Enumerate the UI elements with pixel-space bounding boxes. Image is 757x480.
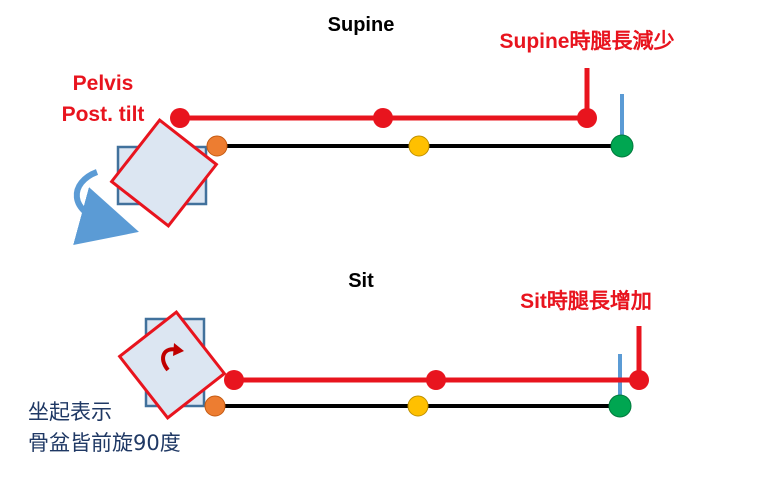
supine-dot-orange <box>206 135 228 157</box>
sit-panel: Sit Sit時腿長增加 坐起表示 骨盆皆前旋90度 <box>28 270 652 455</box>
sit-note-line2: 骨盆皆前旋90度 <box>28 431 181 455</box>
pelvis-label-line1: Pelvis <box>73 72 134 95</box>
pelvis-box-rotated-sit <box>117 309 227 421</box>
supine-dot-yellow <box>408 135 430 157</box>
sit-dot-red-mid <box>426 370 446 390</box>
sit-caption: Sit時腿長增加 <box>520 289 652 313</box>
sit-title: Sit <box>348 270 374 292</box>
rotation-arrow-icon <box>73 169 139 246</box>
supine-title: Supine <box>328 14 395 36</box>
sit-dot-green <box>608 394 632 418</box>
sit-dot-red-left <box>224 370 244 390</box>
supine-panel: Supine Supine時腿長減少 Pelvis Post. tilt <box>62 14 675 246</box>
pelvis-label-line2: Post. tilt <box>62 103 145 126</box>
supine-dot-red-left <box>170 108 190 128</box>
supine-caption: Supine時腿長減少 <box>499 29 674 53</box>
supine-dot-red-right <box>577 108 597 128</box>
supine-dot-red-mid <box>373 108 393 128</box>
supine-dot-green <box>610 134 634 158</box>
sit-dot-yellow <box>407 395 429 417</box>
sit-dot-orange <box>204 395 226 417</box>
sit-dot-red-right <box>629 370 649 390</box>
pelvis-box-tilted <box>109 117 219 229</box>
sit-note-line1: 坐起表示 <box>28 400 112 424</box>
small-rotation-arrowhead-icon <box>173 343 184 356</box>
